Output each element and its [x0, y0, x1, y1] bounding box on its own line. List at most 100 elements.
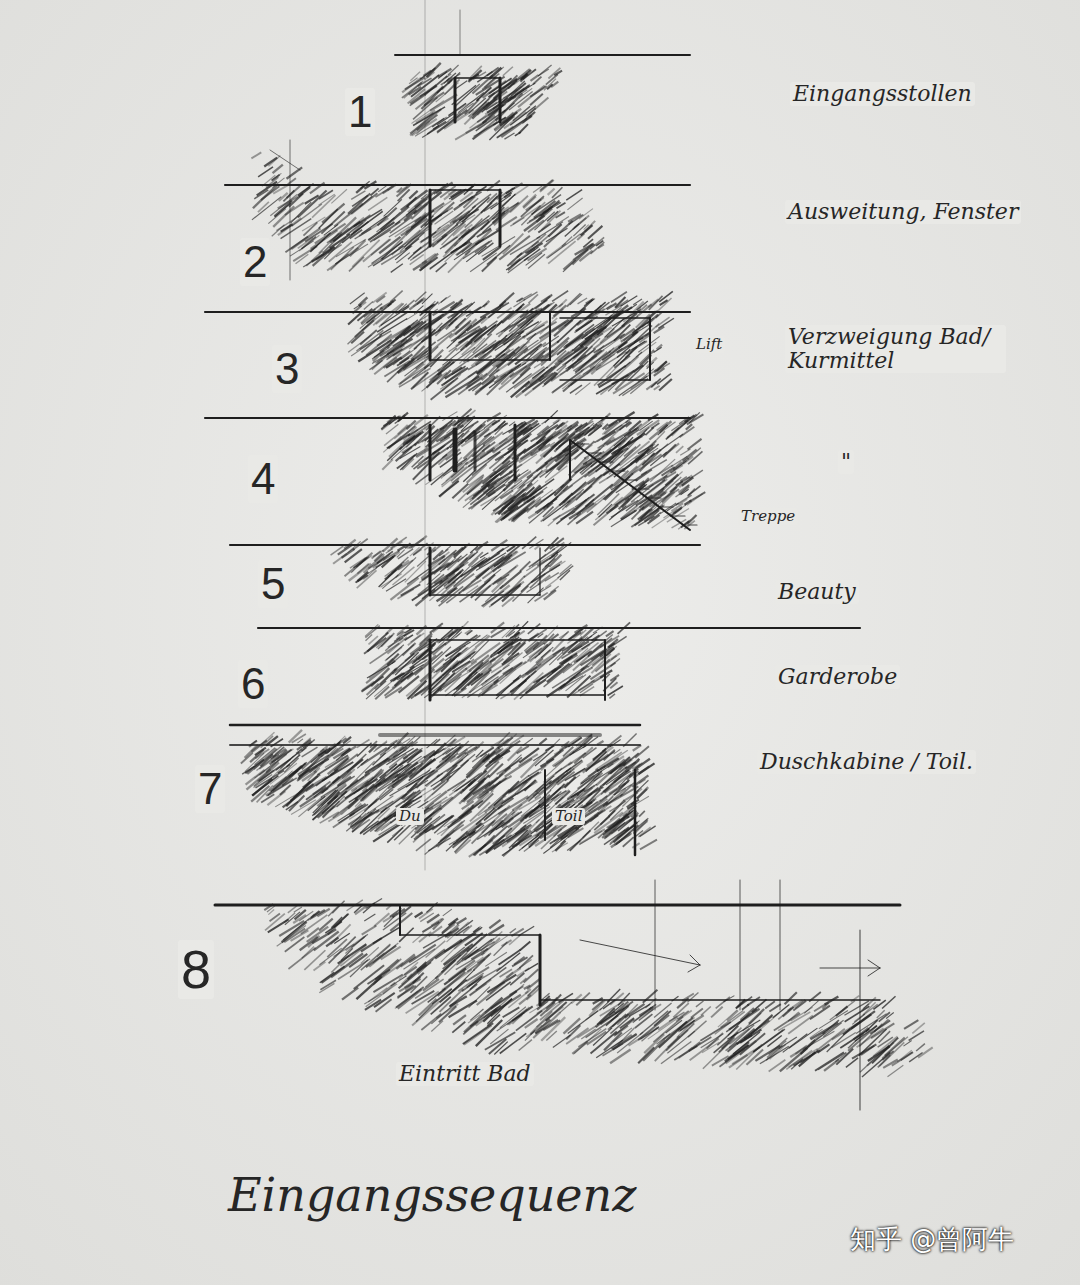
hatch-stroke	[598, 437, 615, 448]
hatch-stroke	[287, 186, 301, 198]
hatch-stroke	[578, 298, 588, 304]
hatch-stroke	[523, 197, 535, 209]
hatch-stroke	[550, 538, 564, 549]
hatch-stroke	[660, 477, 681, 496]
hatch-stroke	[279, 193, 288, 201]
hatch-stroke	[687, 414, 704, 424]
hatch-stroke	[385, 564, 402, 579]
hatch-stroke	[561, 421, 568, 427]
hatch-stroke	[391, 264, 403, 273]
hatch-stroke	[348, 312, 361, 324]
hatch-stroke	[585, 221, 596, 232]
hatch-stroke	[519, 294, 532, 302]
hatch-stroke	[493, 456, 511, 470]
hatch-stroke	[437, 113, 461, 133]
hatch-stroke	[625, 347, 637, 357]
hatch-stroke	[584, 225, 589, 230]
hatch-stroke	[569, 215, 584, 225]
hatch-stroke	[531, 565, 560, 583]
hatch-stroke	[446, 574, 464, 589]
hatch-stroke	[264, 158, 277, 167]
hatch-stroke	[251, 152, 261, 158]
hatch-stroke	[524, 490, 553, 511]
hatch-stroke	[398, 189, 410, 201]
hatch-stroke	[543, 485, 572, 508]
hatch-stroke	[538, 65, 551, 76]
hatch-stroke	[475, 585, 491, 600]
hatch-stroke	[610, 362, 631, 379]
hatch-stroke	[382, 459, 392, 469]
hatch-stroke	[419, 257, 437, 270]
hatch-stroke	[399, 436, 414, 450]
hatch-stroke	[331, 189, 347, 203]
hatch-stroke	[413, 107, 445, 126]
hatch-stroke	[398, 425, 408, 434]
hatch-stroke	[654, 386, 660, 390]
hatch-stroke	[654, 347, 662, 352]
hatch-stroke	[400, 365, 429, 384]
hatch-stroke	[548, 188, 555, 194]
hatch-stroke	[272, 225, 285, 236]
hatch-stroke	[667, 428, 679, 438]
hatch-stroke	[552, 291, 568, 302]
hatch-stroke	[481, 496, 497, 506]
hatch-stroke	[348, 193, 370, 213]
hatch-stroke	[441, 77, 453, 84]
hatch-stroke	[539, 439, 550, 450]
hatch-stroke	[567, 293, 581, 306]
hatch-stroke	[404, 210, 416, 221]
hatch-stroke	[562, 492, 582, 505]
hatch-stroke	[651, 434, 683, 457]
hatch-stroke	[405, 77, 425, 89]
hatch-stroke	[658, 481, 673, 495]
hatch-stroke	[598, 245, 604, 249]
hatch-stroke	[465, 630, 471, 634]
hatch-stroke	[504, 133, 514, 139]
hatch-stroke	[613, 373, 645, 393]
hatch-stroke	[420, 86, 437, 96]
hatch-stroke	[597, 310, 623, 335]
hatch-stroke	[570, 294, 582, 305]
hatch-stroke	[464, 102, 486, 124]
hatch-stroke	[417, 555, 430, 566]
hatch-stroke	[416, 437, 450, 457]
hatch-stroke	[465, 230, 491, 255]
hatch-stroke	[538, 69, 549, 76]
hatch-stroke	[291, 228, 320, 249]
hatch-stroke	[493, 335, 507, 348]
hatch-stroke	[530, 75, 538, 81]
hatch-stroke	[659, 379, 672, 391]
hatch-stroke	[480, 553, 488, 558]
hatch-stroke	[483, 301, 489, 307]
hatch-stroke	[688, 448, 701, 459]
hatch-stroke	[660, 422, 676, 434]
hatch-stroke	[401, 190, 428, 210]
hatch-stroke	[478, 243, 493, 254]
hatch-stroke	[376, 218, 394, 232]
hatch-stroke	[572, 234, 580, 240]
hatch-stroke	[557, 348, 587, 371]
hatch-stroke	[651, 423, 659, 428]
hatch-stroke	[553, 419, 560, 424]
hatch-stroke	[319, 194, 335, 205]
hatch-stroke	[393, 336, 427, 356]
hatch-stroke	[504, 551, 517, 559]
hatch-stroke	[494, 74, 500, 78]
hatch-stroke	[305, 224, 333, 242]
hatch-stroke	[660, 300, 668, 305]
hatch-stroke	[504, 112, 527, 128]
hatch-stroke	[441, 582, 456, 596]
hatch-stroke	[442, 412, 457, 421]
hatch-stroke	[467, 358, 495, 386]
hatch-stroke	[441, 297, 447, 302]
hatch-stroke	[560, 570, 570, 580]
hatch-stroke	[560, 564, 572, 574]
hatch-stroke	[329, 242, 352, 262]
hatch-stroke	[463, 471, 475, 482]
hatch-stroke	[507, 546, 515, 552]
hatch-stroke	[398, 356, 429, 374]
hatch-stroke	[306, 251, 322, 266]
hatch-stroke	[548, 515, 561, 526]
hatch-stroke	[688, 439, 702, 450]
hatch-stroke	[514, 471, 531, 483]
